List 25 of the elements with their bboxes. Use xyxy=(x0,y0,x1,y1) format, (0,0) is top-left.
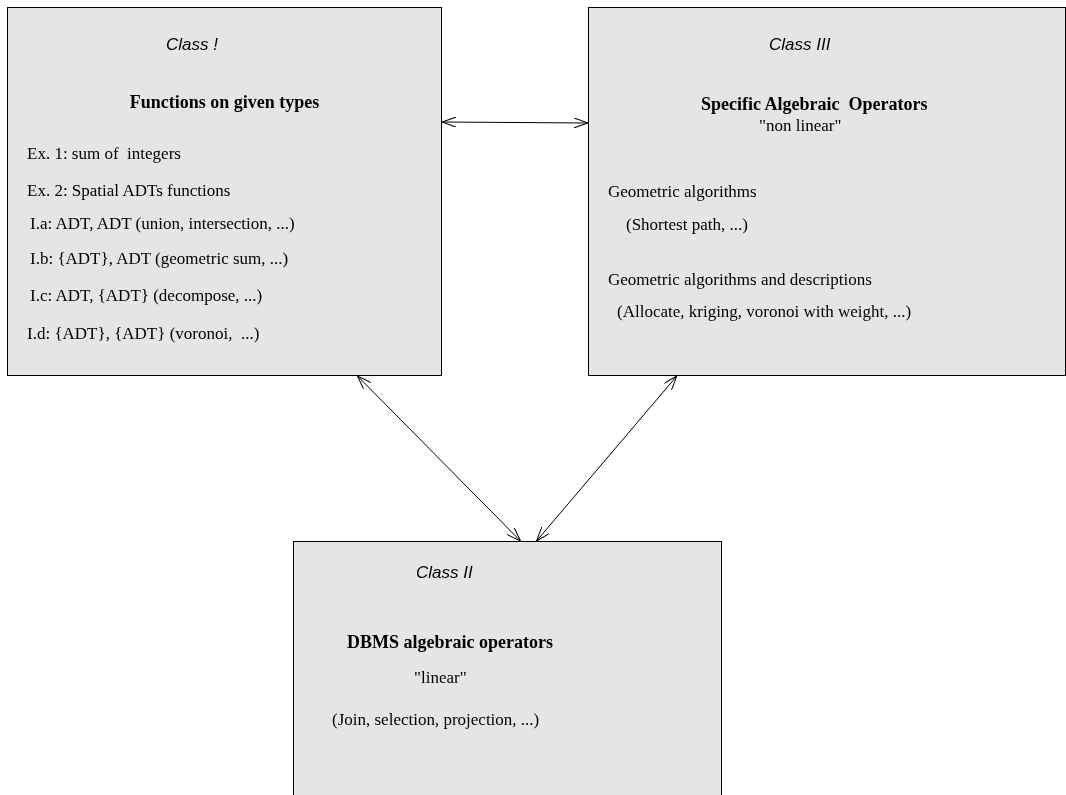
double-arrow xyxy=(536,375,678,542)
box-heading: Specific Algebraic Operators xyxy=(701,94,928,114)
box-heading: Functions on given types xyxy=(128,92,321,112)
body-text: I.a: ADT, ADT (union, intersection, ...) xyxy=(30,214,295,234)
class-label: Class III xyxy=(769,35,831,55)
body-text: Ex. 1: sum of integers xyxy=(27,144,181,164)
double-arrow xyxy=(357,375,521,542)
class-label: Class II xyxy=(416,563,473,583)
body-text: (Shortest path, ...) xyxy=(626,215,748,235)
body-text: (Join, selection, projection, ...) xyxy=(332,710,540,730)
body-text: Geometric algorithms xyxy=(608,182,757,202)
double-arrow xyxy=(441,116,589,129)
body-text: "non linear" xyxy=(759,116,842,136)
class-box xyxy=(7,7,442,376)
body-text: "linear" xyxy=(414,668,467,688)
class-box xyxy=(588,7,1066,376)
body-text: I.b: {ADT}, ADT (geometric sum, ...) xyxy=(30,249,289,269)
body-text: I.c: ADT, {ADT} (decompose, ...) xyxy=(30,286,263,306)
box-heading: DBMS algebraic operators xyxy=(347,632,553,652)
class-label: Class ! xyxy=(166,35,218,55)
body-text: Ex. 2: Spatial ADTs functions xyxy=(27,181,231,201)
class-box xyxy=(293,541,722,795)
body-text: Geometric algorithms and descriptions xyxy=(608,270,872,290)
body-text: I.d: {ADT}, {ADT} (voronoi, ...) xyxy=(27,324,260,344)
body-text: (Allocate, kriging, voronoi with weight, ...) xyxy=(617,302,912,322)
